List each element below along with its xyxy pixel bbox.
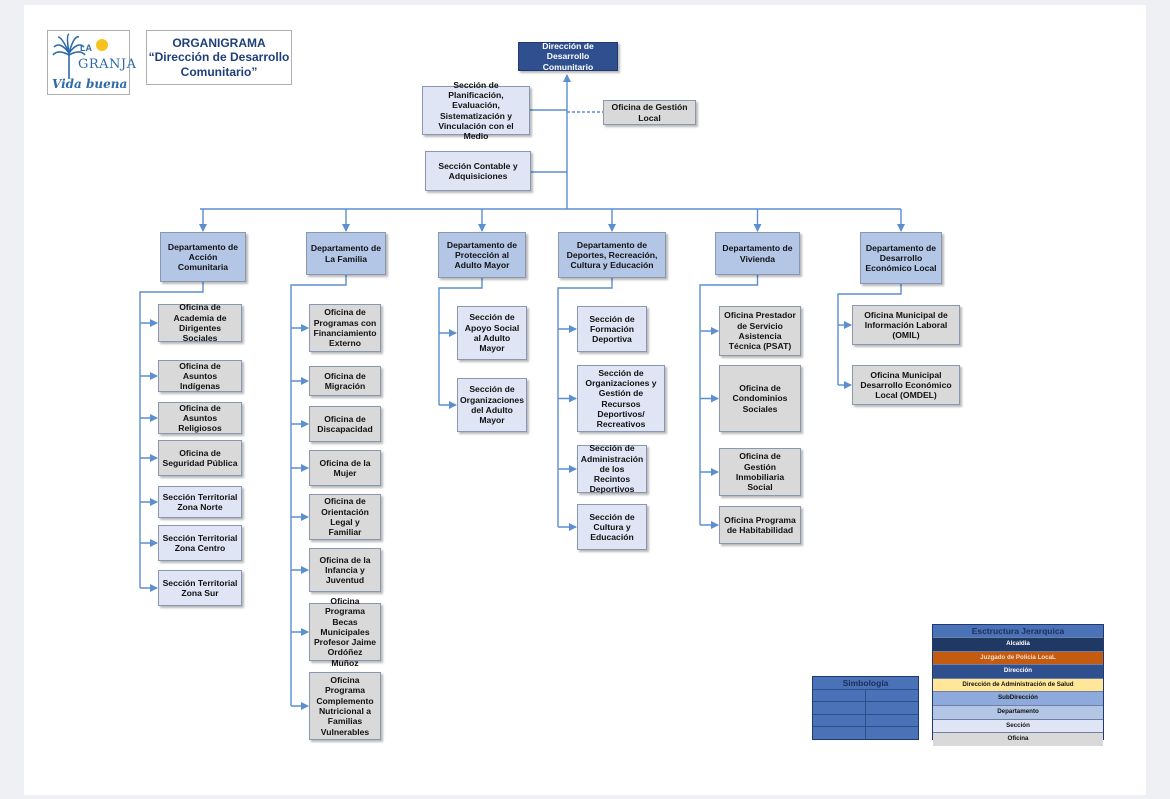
- hierarchy-legend-row: Dirección de Administración de Salud: [933, 677, 1103, 692]
- hierarchy-legend-row: Sección: [933, 718, 1103, 733]
- symbology-row: [813, 713, 918, 727]
- symbology-cell: [866, 715, 918, 726]
- hierarchy-legend-title: Esctructura Jerarquica: [933, 625, 1103, 637]
- section-box: Sección de Cultura y Educación: [577, 504, 647, 550]
- section-planning: Sección de Planificación, Evaluación, Si…: [422, 80, 530, 141]
- section-accounting: Sección Contable y Adquisiciones: [425, 151, 531, 191]
- office-box: Oficina de Condominios Sociales: [719, 365, 801, 432]
- office-box: Oficina Programa de Habitabilidad: [719, 506, 801, 544]
- department-box: Departamento de Desarrollo Económico Loc…: [860, 232, 942, 284]
- department-box: Departamento de Deportes, Recreación, Cu…: [558, 232, 666, 278]
- symbology-row: [813, 701, 918, 714]
- office-box: Oficina de Programas con Financiamiento …: [309, 304, 381, 352]
- symbology-cell: [866, 727, 918, 738]
- logo-granja-text: GRANJA: [78, 57, 137, 72]
- section-box: Sección Territorial Zona Sur: [158, 570, 242, 606]
- section-box: Sección de Organizaciones y Gestión de R…: [577, 365, 665, 432]
- office-box: Oficina de la Infancia y Juventud: [309, 548, 381, 592]
- section-box: Sección de Organizaciones del Adulto May…: [457, 378, 527, 432]
- hierarchy-legend-row: Juzgado de Policia LocaL: [933, 650, 1103, 665]
- section-box: Sección de Formación Deportiva: [577, 306, 647, 352]
- symbology-row: [813, 689, 918, 702]
- hierarchy-legend-row: SubDirección: [933, 691, 1103, 705]
- department-box: Departamento de Acción Comunitaria: [160, 232, 246, 282]
- office-box: Oficina Programa Complemento Nutricional…: [309, 672, 381, 740]
- department-box: Departamento de Protección al Adulto May…: [438, 232, 526, 278]
- logo-tagline: Vida buena: [52, 77, 128, 91]
- la-granja-logo: LA GRANJA Vida buena: [47, 30, 136, 95]
- logo-la-text: LA: [80, 43, 92, 53]
- department-box: Departamento de Vivienda: [715, 232, 800, 275]
- title-line-1: ORGANIGRAMA: [172, 35, 266, 50]
- office-box: Oficina de Seguridad Pública: [158, 440, 242, 476]
- office-box: Oficina Programa Becas Municipales Profe…: [309, 596, 381, 668]
- office-box: Oficina de Academia de Dirigentes Social…: [158, 302, 242, 343]
- office-box: Oficina Municipal Desarrollo Económico L…: [852, 365, 960, 405]
- hierarchy-legend-row: Alcaldia: [933, 637, 1103, 651]
- office-box: Oficina de Migración: [309, 366, 381, 396]
- symbology-title: Simbología: [813, 677, 918, 689]
- office-box: Oficina de Discapacidad: [309, 406, 381, 442]
- sun-icon: [96, 39, 108, 51]
- section-box: Sección Territorial Zona Norte: [158, 486, 242, 518]
- office-box: Oficina de Gestión Inmobiliaria Social: [719, 448, 801, 496]
- symbology-cell: [813, 714, 866, 727]
- office-box: Oficina Prestador de Servicio Asistencia…: [719, 306, 801, 356]
- symbology-row: [813, 726, 918, 739]
- section-box: Sección de Administración de los Recinto…: [577, 443, 647, 494]
- page-title: ORGANIGRAMA “Dirección de Desarrollo Com…: [146, 30, 292, 85]
- office-box: Oficina de la Mujer: [309, 450, 381, 486]
- department-box: Departamento de La Familia: [306, 232, 386, 275]
- hierarchy-legend-row: Oficina: [933, 732, 1103, 746]
- symbology-cell: [813, 702, 866, 714]
- direction-box: Dirección de Desarrollo Comunitario: [518, 41, 618, 72]
- symbology-legend: Simbología: [812, 676, 919, 740]
- symbology-cell: [813, 727, 866, 739]
- symbology-cell: [813, 690, 866, 702]
- office-local-management: Oficina de Gestión Local: [603, 100, 696, 125]
- title-line-2: “Dirección de Desarrollo Comunitario”: [148, 50, 290, 79]
- hierarchy-legend-row: Dirección: [933, 664, 1103, 678]
- office-box: Oficina de Asuntos Religiosos: [158, 402, 242, 434]
- symbology-cell: [866, 702, 918, 713]
- hierarchy-legend-row: Departamento: [933, 704, 1103, 719]
- office-box: Oficina de Orientación Legal y Familiar: [309, 494, 381, 540]
- office-box: Oficina de Asuntos Indígenas: [158, 360, 242, 392]
- section-box: Sección de Apoyo Social al Adulto Mayor: [457, 306, 527, 360]
- tree-icon: [52, 33, 86, 79]
- symbology-cell: [866, 690, 918, 701]
- office-box: Oficina Municipal de Información Laboral…: [852, 305, 960, 345]
- section-box: Sección Territorial Zona Centro: [158, 525, 242, 561]
